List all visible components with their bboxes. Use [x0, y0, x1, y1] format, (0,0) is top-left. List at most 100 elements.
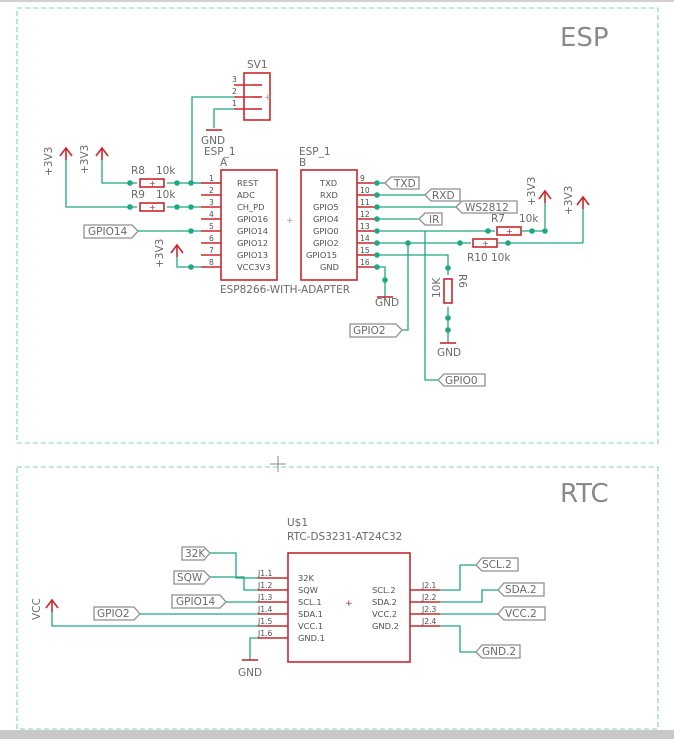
- origin-cross: [270, 456, 286, 472]
- esp-b-pins: [357, 182, 377, 268]
- supply-arrow-v3d: [538, 189, 552, 203]
- r6-value: 10K: [431, 277, 443, 298]
- rtc-sda2-net-label[interactable]: [497, 582, 545, 597]
- gpio14-net-label[interactable]: [83, 224, 139, 239]
- rtc-32k-net-label[interactable]: [181, 546, 211, 561]
- supply-label-v3d: +3V3: [526, 177, 538, 206]
- sv1-pin-3: 3: [232, 75, 237, 84]
- rtc-gnd2-net-label[interactable]: [475, 644, 521, 659]
- rtc-32k-label-text: 32K: [185, 548, 206, 560]
- esp-b-pin-name-16: GND: [320, 262, 339, 272]
- esp-b-pin-num-15: 15: [360, 246, 370, 255]
- rtc-sda2-label-text: SDA.2: [505, 584, 537, 596]
- ws2812-net-label[interactable]: [455, 200, 518, 214]
- rtc-vcc2-label-text: VCC.2: [505, 608, 537, 620]
- r8-value: 10k: [156, 165, 176, 177]
- esp-a-pins: [201, 182, 221, 268]
- esp-a-pin-num-1: 1: [209, 174, 214, 183]
- esp-a-pin-num-5: 5: [209, 222, 214, 231]
- gpio0-net-label[interactable]: [437, 373, 486, 387]
- r7-name: R7: [491, 213, 505, 225]
- rtc-gpio14-label-text: GPIO14: [176, 596, 216, 608]
- esp-a-wires: [65, 160, 201, 268]
- rtc-pin-name-32k: 32K: [298, 573, 315, 583]
- r10-name: R10: [467, 252, 488, 264]
- esp-a-pin-name-1: REST: [237, 178, 259, 188]
- rtc-pin-num-j1-5: J1.5: [257, 617, 272, 626]
- rtc-vcc2-net-label[interactable]: [497, 606, 546, 621]
- rtc-pin-num-j2-3: J2.3: [421, 605, 436, 614]
- rtc-sheet-frame: [16, 466, 659, 730]
- svg-text:+: +: [149, 179, 156, 188]
- svg-text:+: +: [506, 227, 513, 236]
- r9-name: R9: [131, 189, 145, 201]
- sv1-gnd-label: GND: [201, 135, 225, 147]
- r9-value: 10k: [156, 189, 176, 201]
- esp-a-part: A: [220, 157, 228, 169]
- esp-a-pin-name-5: GPIO14: [237, 226, 268, 236]
- gpio2-net-label[interactable]: [349, 323, 403, 338]
- svg-text:+: +: [149, 203, 156, 212]
- rtc-pin-name-sda2: SDA.2: [372, 597, 397, 607]
- r8-name: R8: [131, 165, 145, 177]
- resistor-r9[interactable]: +: [139, 202, 165, 212]
- rtc-gpio2-net-label[interactable]: [93, 606, 141, 621]
- resistor-r7[interactable]: +: [496, 226, 522, 236]
- esp-a-origin: +: [286, 216, 294, 226]
- ws2812-label-text: WS2812: [465, 202, 509, 214]
- esp-a-body[interactable]: [220, 169, 278, 281]
- rtc-pin-num-j1-1: J1.1: [257, 569, 272, 578]
- esp-a-pin-num-6: 6: [209, 234, 214, 243]
- esp-b-pin-num-14: 14: [360, 234, 370, 243]
- esp-a-pin-name-6: GPIO12: [237, 238, 268, 248]
- esp-a-value: ESP8266-WITH-ADAPTER: [220, 284, 350, 296]
- resistor-r6[interactable]: [443, 278, 453, 304]
- esp-b-wires: [377, 182, 584, 381]
- ir-net-label[interactable]: [418, 212, 443, 226]
- rxd-net-label[interactable]: [424, 188, 461, 202]
- rtc-module-name: U$1: [287, 517, 308, 529]
- rtc-scl2-net-label[interactable]: [475, 557, 519, 572]
- esp-b-part: B: [299, 157, 306, 169]
- esp-sheet-frame: [16, 7, 659, 444]
- sv1-pin-2: 2: [232, 87, 237, 96]
- rtc-pin-num-j1-3: J1.3: [257, 593, 272, 602]
- rtc-left-pins: [258, 577, 288, 639]
- rtc-pin-num-j2-2: J2.2: [421, 593, 436, 602]
- txd-net-label[interactable]: [384, 176, 420, 190]
- r6-name: R6: [456, 274, 468, 288]
- rtc-module-body[interactable]: [287, 552, 411, 663]
- rxd-label-text: RXD: [432, 190, 455, 202]
- rtc-pin-name-sqw: SQW: [298, 585, 318, 595]
- rtc-pin-num-j1-6: J1.6: [257, 629, 272, 638]
- esp-a-pin-num-3: 3: [209, 198, 214, 207]
- vcc-supply-label: VCC: [31, 598, 43, 620]
- supply-label-v3a: +3V3: [43, 147, 55, 176]
- esp-a-pin-name-8: VCC3V3: [237, 262, 271, 272]
- esp-b-body[interactable]: [300, 169, 358, 281]
- esp-a-pin-num-4: 4: [209, 210, 214, 219]
- esp-b-junctions: [374, 180, 548, 333]
- rtc-gpio14-net-label[interactable]: [171, 594, 227, 609]
- bottom-scrollbar[interactable]: [0, 730, 674, 739]
- resistor-r10[interactable]: +: [472, 238, 498, 248]
- svg-text:+: +: [264, 93, 272, 103]
- rtc-sqw-net-label[interactable]: [173, 570, 211, 585]
- r7-value: 10k: [519, 213, 539, 225]
- txd-label-text: TXD: [393, 178, 416, 190]
- rtc-wires: [51, 552, 498, 660]
- rtc-module-value: RTC-DS3231-AT24C32: [287, 531, 402, 543]
- esp-a-pin-num-8: 8: [209, 258, 214, 267]
- gnd-label-esp-b: GND: [375, 297, 399, 309]
- rtc-scl2-label-text: SCL.2: [482, 559, 512, 571]
- svg-text:+: +: [482, 239, 489, 248]
- resistor-r8[interactable]: +: [139, 178, 165, 188]
- rtc-pin-name-scl1: SCL.1: [298, 597, 322, 607]
- supply-arrow-v3e: [576, 195, 590, 209]
- esp-b-pin-num-12: 12: [360, 210, 370, 219]
- rtc-gnd2-label-text: GND.2: [482, 646, 516, 658]
- sv1-header[interactable]: +: [234, 72, 272, 121]
- rtc-sheet-title: RTC: [560, 479, 609, 509]
- esp-b-pin-name-12: GPIO4: [313, 214, 339, 224]
- sv1-name: SV1: [247, 59, 268, 71]
